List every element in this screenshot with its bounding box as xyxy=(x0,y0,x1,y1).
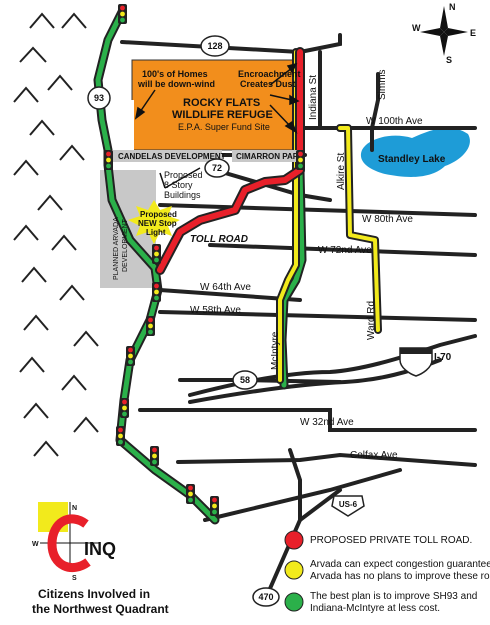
indiana-label: Indiana St xyxy=(308,75,319,120)
svg-text:The best plan is to improve SH: The best plan is to improve SH93 and xyxy=(310,591,477,602)
logo-caption-line2: the Northwest Quadrant xyxy=(32,602,169,616)
refuge-title-line2: WILDLIFE REFUGE xyxy=(172,109,273,121)
cinq-logo: N W S INQ xyxy=(32,502,116,582)
traffic-light-icon xyxy=(210,496,219,516)
yellow-roads xyxy=(276,48,382,384)
svg-text:Indiana-McIntyre at less cost.: Indiana-McIntyre at less cost. xyxy=(310,603,440,614)
refuge-subtitle: E.P.A. Super Fund Site xyxy=(178,122,270,132)
highway-93-shield: 93 xyxy=(87,86,111,110)
interstate-70-shield: I-70 xyxy=(399,347,452,377)
refuge-note-right-line2: Creates Dust xyxy=(240,79,296,89)
refuge-note-left-line1: 100's of Homes xyxy=(142,69,208,79)
traffic-light-icon xyxy=(186,484,195,504)
stoplight-line3: Light xyxy=(146,228,166,237)
refuge-title-line1: ROCKY FLATS xyxy=(183,97,260,109)
traffic-light-icon xyxy=(126,346,135,366)
svg-text:93: 93 xyxy=(94,93,104,103)
buildings-line2: 8 Story xyxy=(164,180,193,190)
highway-58-shield: 58 xyxy=(232,370,258,390)
traffic-light-icon xyxy=(152,244,161,264)
svg-text:N: N xyxy=(449,2,456,12)
svg-text:E: E xyxy=(470,28,476,38)
mcintyre-label: McIntyre xyxy=(270,331,281,370)
svg-text:N: N xyxy=(72,505,77,512)
svg-text:S: S xyxy=(446,55,452,65)
traffic-light-icon xyxy=(146,316,155,336)
w58-label: W 58th Ave xyxy=(190,305,241,316)
alkire-label: Alkire St xyxy=(336,153,347,190)
svg-text:I-70: I-70 xyxy=(434,352,452,363)
refuge-note-left-line2: will be down-wind xyxy=(137,79,215,89)
candelas-label-box xyxy=(112,150,222,162)
buildings-line3: Buildings xyxy=(164,190,201,200)
w80-label: W 80th Ave xyxy=(362,214,413,225)
traffic-lights xyxy=(104,4,305,516)
traffic-light-icon xyxy=(296,150,305,170)
svg-text:W: W xyxy=(412,23,421,33)
svg-text:58: 58 xyxy=(240,375,250,385)
cimarron-label-box xyxy=(232,150,298,162)
svg-text:US-6: US-6 xyxy=(339,500,358,509)
legend-swatch-yellow xyxy=(284,560,304,580)
toll-road-label: TOLL ROAD xyxy=(190,234,248,245)
w100-label: W 100th Ave xyxy=(366,116,423,127)
traffic-light-icon xyxy=(118,4,127,24)
svg-text:470: 470 xyxy=(258,592,273,602)
stoplight-line2: NEW Stop xyxy=(138,219,177,228)
legend-item-toll-road: PROPOSED PRIVATE TOLL ROAD. xyxy=(284,530,472,550)
red-toll-road xyxy=(155,47,305,275)
svg-text:PROPOSED PRIVATE TOLL ROAD.: PROPOSED PRIVATE TOLL ROAD. xyxy=(310,535,472,546)
highway-72-shield: 72 xyxy=(204,158,230,178)
traffic-light-icon xyxy=(152,282,161,302)
lake-label: Standley Lake xyxy=(378,154,446,165)
traffic-light-icon xyxy=(150,446,159,466)
rocky-flats-refuge-area xyxy=(131,59,305,151)
w64-label: W 64th Ave xyxy=(200,282,251,293)
cimarron-label: CIMARRON PARK xyxy=(236,152,305,161)
cinq-logo-text: INQ xyxy=(84,539,116,559)
legend-swatch-green xyxy=(284,592,304,612)
candelas-label: CANDELAS DEVELOPMENT xyxy=(118,152,226,161)
traffic-light-icon xyxy=(120,398,129,418)
buildings-line1: Proposed xyxy=(164,170,203,180)
w32-label: W 32nd Ave xyxy=(300,417,354,428)
standley-lake xyxy=(360,127,470,177)
planned-arvada-line2: DEVELOPMENT xyxy=(122,218,129,272)
mountains xyxy=(13,12,99,457)
planned-arvada-line1: PLANNED ARVADA xyxy=(113,217,120,280)
highway-470-shield: 470 xyxy=(252,587,280,607)
refuge-note-right-line1: Encroachment xyxy=(238,69,301,79)
svg-text:72: 72 xyxy=(212,163,222,173)
refuge-notch xyxy=(108,100,134,150)
legend-swatch-red xyxy=(284,530,304,550)
ward-label: Ward Rd xyxy=(366,301,377,340)
stoplight-starburst xyxy=(128,200,180,244)
simms-label: Simms xyxy=(377,69,388,100)
legend-item-congestion: Arvada can expect congestion guarantees.… xyxy=(284,559,490,582)
svg-text:Arvada can expect congestion g: Arvada can expect congestion guarantees. xyxy=(310,559,490,570)
svg-text:W: W xyxy=(32,541,39,548)
svg-text:S: S xyxy=(72,575,77,582)
legend: PROPOSED PRIVATE TOLL ROAD. Arvada can e… xyxy=(284,530,490,614)
highway-128-shield: 128 xyxy=(200,35,230,57)
svg-text:Arvada has no plans to improve: Arvada has no plans to improve these roa… xyxy=(310,571,490,582)
legend-item-best-plan: The best plan is to improve SH93 and Ind… xyxy=(284,591,477,614)
colfax-label: Colfax Ave xyxy=(350,450,398,461)
svg-text:128: 128 xyxy=(207,41,222,51)
traffic-light-icon xyxy=(116,426,125,446)
logo-caption-line1: Citizens Involved in xyxy=(38,587,150,601)
traffic-light-icon xyxy=(104,150,113,170)
w72-label: W 72nd Ave xyxy=(318,245,372,256)
refuge-arrows xyxy=(134,62,300,189)
compass-rose-icon: N W E S xyxy=(412,2,476,65)
us-6-shield: US-6 xyxy=(331,495,365,517)
stoplight-line1: Proposed xyxy=(140,210,177,219)
